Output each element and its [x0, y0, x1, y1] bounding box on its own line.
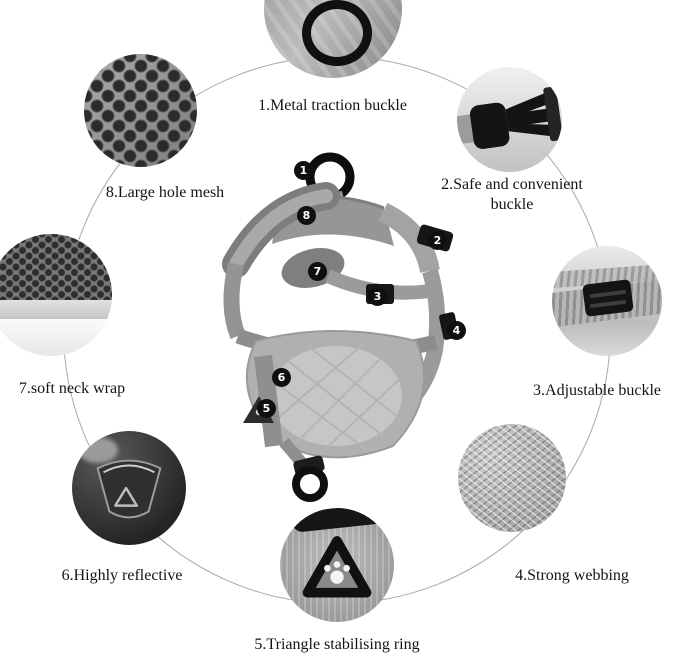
- feature-label-adjustable-buckle: 3.Adjustable buckle: [533, 382, 661, 399]
- safe-convenient-buckle-photo: [457, 67, 562, 172]
- harness-product-photo: [222, 152, 459, 502]
- feature-label-soft-neck-wrap: 7.soft neck wrap: [18, 380, 126, 397]
- feature-label-highly-reflective: 6.Highly reflective: [61, 567, 183, 584]
- feature-label-strong-webbing: 4.Strong webbing: [515, 567, 629, 584]
- soft-neck-wrap-photo: [0, 234, 112, 356]
- triangle-ring-shape: [302, 536, 372, 598]
- feature-label-metal-traction-buckle: 1.Metal traction buckle: [258, 97, 407, 114]
- badge-2: 2: [428, 231, 447, 250]
- feature-label-large-hole-mesh: 8.Large hole mesh: [105, 184, 225, 201]
- buckle-shape: [457, 86, 562, 149]
- badge-3: 3: [368, 287, 387, 306]
- badge-7: 7: [308, 262, 327, 281]
- reflective-chest-shape: [96, 459, 162, 519]
- mesh-texture: [0, 234, 112, 300]
- metal-traction-buckle-photo: [264, 0, 402, 78]
- strap-blur: [78, 437, 118, 463]
- badge-8: 8: [297, 206, 316, 225]
- badge-5: 5: [257, 399, 276, 418]
- triangle-ring-photo: [280, 508, 394, 622]
- feature-label-triangle-stabilising-ring: 5.Triangle stabilising ring: [254, 636, 420, 653]
- reflective-band: [0, 299, 112, 320]
- feature-label-safe-convenient-buckle: 2.Safe and convenient buckle: [441, 176, 583, 213]
- large-hole-mesh-photo: [84, 54, 197, 167]
- reflective-panel-photo: [72, 431, 186, 545]
- badge-1: 1: [294, 161, 313, 180]
- badge-6: 6: [272, 368, 291, 387]
- badge-4: 4: [447, 321, 466, 340]
- metal-ring-shape: [302, 0, 372, 66]
- adjustable-buckle-photo: [552, 246, 662, 356]
- strong-webbing-photo: [458, 424, 566, 532]
- soft-padding: [0, 319, 112, 356]
